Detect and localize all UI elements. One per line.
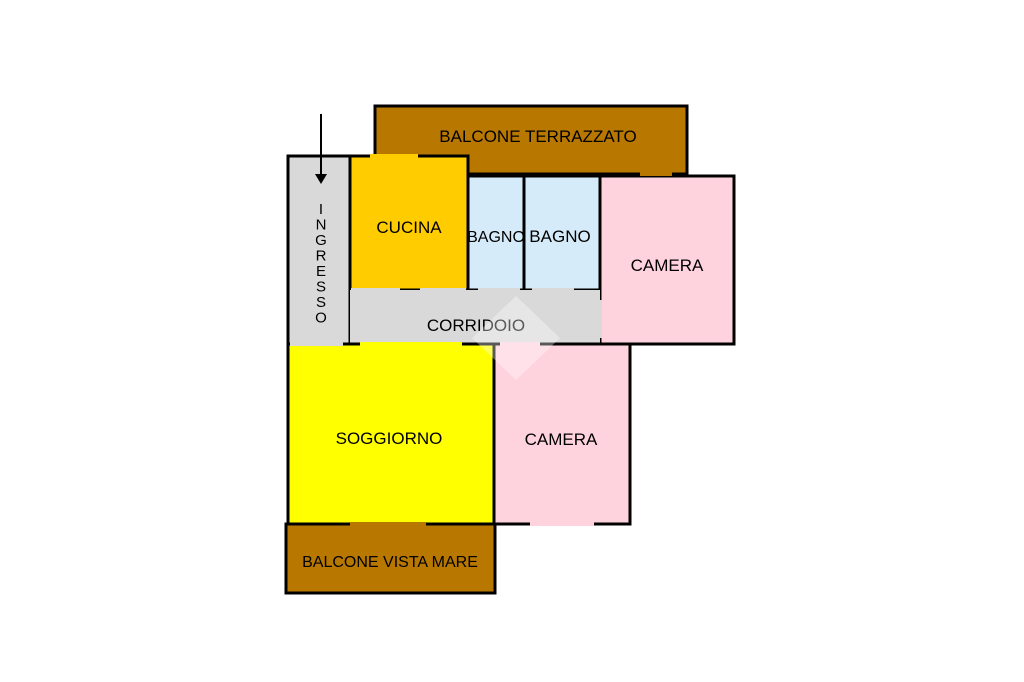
room-bagno-1 xyxy=(466,174,526,292)
label-balcone-vista-mare: BALCONE VISTA MARE xyxy=(302,554,478,571)
ingresso-letter: O xyxy=(315,310,327,327)
room-balcone-vista-mare xyxy=(284,522,497,595)
ingresso-letter: S xyxy=(316,279,326,296)
room-camera-1 xyxy=(598,174,736,346)
ingresso-letter: I xyxy=(319,201,323,218)
wall-openings xyxy=(290,154,672,526)
ingresso-letter: N xyxy=(316,217,327,234)
ingresso-letter: G xyxy=(315,232,327,249)
label-camera-1: CAMERA xyxy=(631,256,704,275)
label-bagno-2: BAGNO xyxy=(529,227,590,246)
label-corridoio: CORRIDOIO xyxy=(427,316,525,335)
room-corridoio xyxy=(350,290,600,344)
ingresso-letter: R xyxy=(316,248,327,265)
room-cucina xyxy=(348,154,470,292)
room-ingresso xyxy=(286,154,352,346)
ingresso-letter: E xyxy=(316,263,326,280)
label-camera-2: CAMERA xyxy=(525,430,598,449)
ingresso-letter: S xyxy=(316,294,326,311)
label-balcone-terrazzato: BALCONE TERRAZZATO xyxy=(439,127,636,146)
label-bagno-1: BAGNO xyxy=(467,229,525,246)
entrance-arrow-icon xyxy=(315,114,327,184)
label-cucina: CUCINA xyxy=(376,218,442,237)
room-camera-2 xyxy=(492,342,632,526)
watermark-logo xyxy=(472,296,560,380)
label-soggiorno: SOGGIORNO xyxy=(336,429,443,448)
